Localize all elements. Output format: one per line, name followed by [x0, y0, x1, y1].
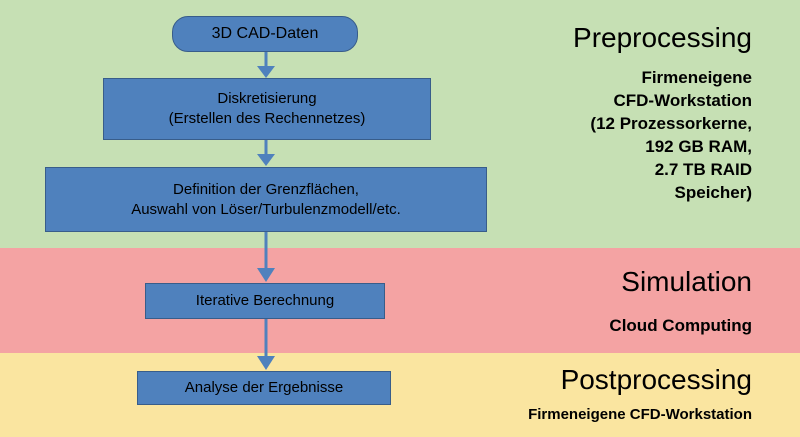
- preprocessing-info-line: 2.7 TB RAID: [654, 160, 752, 179]
- arrow-start-to-discretization: [257, 52, 275, 78]
- preprocessing-info-line: (12 Prozessorkerne,: [590, 114, 752, 133]
- definition-sublabel: Auswahl von Löser/Turbulenzmodell/etc.: [131, 200, 401, 218]
- preprocessing-title: Preprocessing: [573, 22, 752, 53]
- postprocessing-band: [0, 353, 800, 437]
- discretization-sublabel: (Erstellen des Rechennetzes): [168, 110, 366, 127]
- preprocessing-info-line: 192 GB RAM,: [645, 137, 752, 156]
- definition-label: Definition der Grenzflächen,: [173, 180, 359, 198]
- arrow-discretization-to-definition: [257, 140, 275, 166]
- analysis-step: Analyse der Ergebnisse: [137, 371, 391, 405]
- simulation-band: [0, 248, 800, 353]
- start-node-label: 3D CAD-Daten: [211, 25, 319, 42]
- preprocessing-info-line: CFD-Workstation: [613, 91, 752, 110]
- preprocessing-info-line: Speicher): [674, 183, 752, 202]
- discretization-step: Diskretisierung (Erstellen des Rechennet…: [103, 78, 431, 140]
- postprocessing-info: Firmeneigene CFD-Workstation: [528, 406, 752, 423]
- iteration-step: Iterative Berechnung: [145, 283, 385, 319]
- arrow-iteration-to-analysis: [257, 318, 275, 370]
- start-node: 3D CAD-Daten: [172, 16, 358, 52]
- iteration-label: Iterative Berechnung: [195, 292, 335, 309]
- analysis-label: Analyse der Ergebnisse: [184, 379, 344, 396]
- simulation-info: Cloud Computing: [609, 316, 752, 335]
- postprocessing-title: Postprocessing: [560, 364, 752, 395]
- definition-step: Definition der Grenzflächen, Auswahl von…: [45, 167, 487, 232]
- arrow-definition-to-iteration: [257, 232, 275, 282]
- discretization-label: Diskretisierung: [217, 90, 317, 107]
- preprocessing-info-line: Firmeneigene: [641, 68, 752, 87]
- simulation-title: Simulation: [621, 266, 752, 297]
- preprocessing-info: Firmeneigene CFD-Workstation (12 Prozess…: [590, 66, 752, 204]
